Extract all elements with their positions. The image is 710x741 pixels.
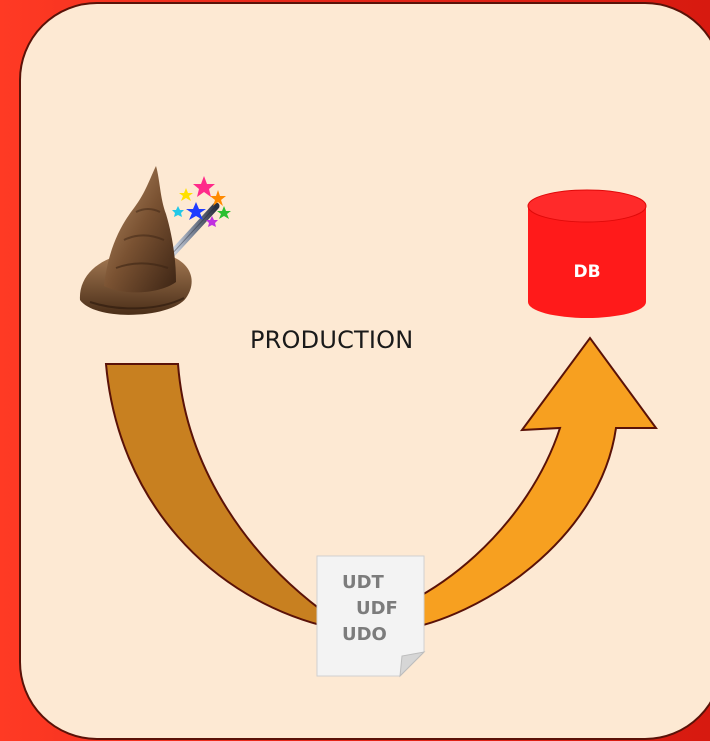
wizard-hat-wand-icon (79, 166, 231, 315)
arrow-left-tail (104, 363, 333, 630)
arrow-right-head (331, 336, 658, 632)
stage-label: PRODUCTION (250, 326, 414, 354)
document-line-udf: UDF (356, 598, 398, 619)
database-label: DB (573, 262, 601, 282)
document-text: UDT UDF UDO (322, 570, 422, 648)
document-line-udt: UDT (342, 572, 384, 593)
document-icon (316, 555, 426, 678)
document-line-udo: UDO (342, 624, 387, 645)
database-cylinder-icon (527, 189, 647, 318)
